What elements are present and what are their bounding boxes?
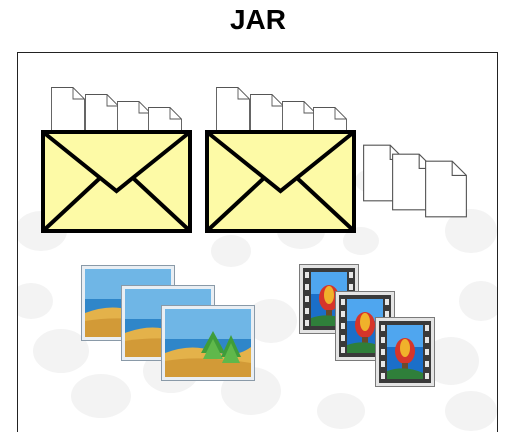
film-icon bbox=[375, 317, 435, 387]
jar-container bbox=[17, 52, 498, 432]
loose-documents bbox=[363, 144, 468, 218]
video-files bbox=[299, 264, 435, 387]
picture-icon bbox=[161, 305, 255, 381]
envelope-icon bbox=[205, 130, 356, 233]
document-icon bbox=[216, 87, 250, 133]
envelope-icon bbox=[41, 130, 192, 233]
page-title: JAR bbox=[229, 4, 286, 35]
image-files bbox=[81, 265, 255, 381]
document-icon bbox=[424, 160, 468, 218]
document-icon bbox=[51, 87, 85, 133]
